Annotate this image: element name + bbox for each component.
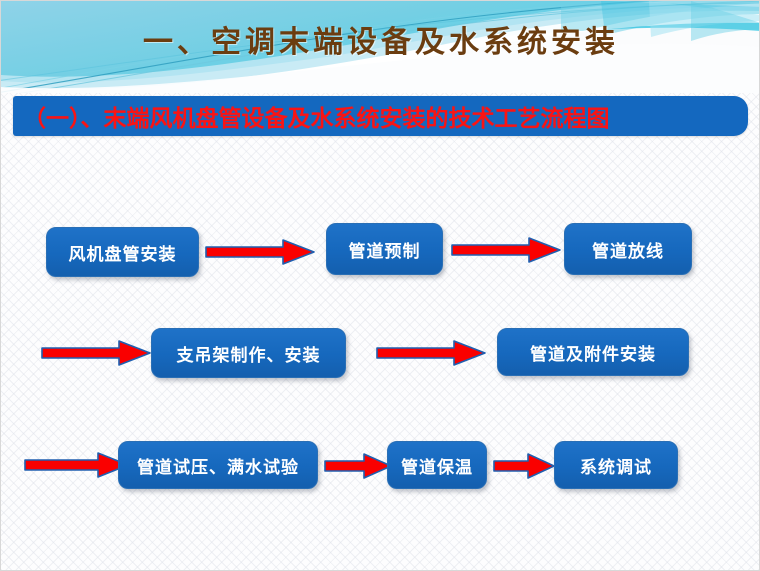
subtitle-banner: （一）、末端风机盘管设备及水系统安装的技术工艺流程图	[13, 96, 748, 136]
flow-arrow-right	[41, 340, 151, 366]
flow-node[interactable]: 支吊架制作、安装	[151, 328, 346, 378]
flow-arrow-right	[24, 452, 129, 478]
flow-arrow-right	[451, 237, 561, 263]
flow-node[interactable]: 风机盘管安装	[46, 227, 199, 277]
flow-arrow-right	[324, 453, 392, 479]
flow-arrow-right	[376, 340, 486, 366]
flow-node-label: 管道预制	[348, 241, 421, 261]
flow-node-label: 管道保温	[401, 457, 473, 477]
arrow-right-icon	[205, 239, 315, 265]
flow-node-label: 支吊架制作、安装	[176, 345, 321, 365]
flow-node[interactable]: 系统调试	[554, 441, 678, 489]
flow-node-label: 管道试压、满水试验	[137, 457, 299, 477]
arrow-right-icon	[451, 237, 561, 263]
flow-node[interactable]: 管道放线	[564, 223, 692, 275]
subtitle-text: （一）、末端风机盘管设备及水系统安装的技术工艺流程图	[23, 106, 610, 131]
flow-arrow-right	[205, 239, 315, 265]
flow-node-label: 管道放线	[592, 241, 664, 261]
flow-node-label: 管道及附件安装	[530, 344, 656, 364]
flow-node-label: 系统调试	[580, 457, 652, 477]
arrow-right-icon	[41, 340, 151, 366]
flow-node[interactable]: 管道试压、满水试验	[118, 441, 318, 489]
arrow-right-icon	[493, 453, 555, 479]
flow-node[interactable]: 管道保温	[387, 441, 487, 489]
flow-arrow-right	[493, 453, 555, 479]
arrow-right-icon	[24, 452, 129, 478]
arrow-right-icon	[324, 453, 392, 479]
flow-node[interactable]: 管道预制	[326, 223, 443, 275]
flow-node-label: 风机盘管安装	[68, 244, 177, 264]
arrow-right-icon	[376, 340, 486, 366]
flow-node[interactable]: 管道及附件安装	[497, 328, 689, 376]
